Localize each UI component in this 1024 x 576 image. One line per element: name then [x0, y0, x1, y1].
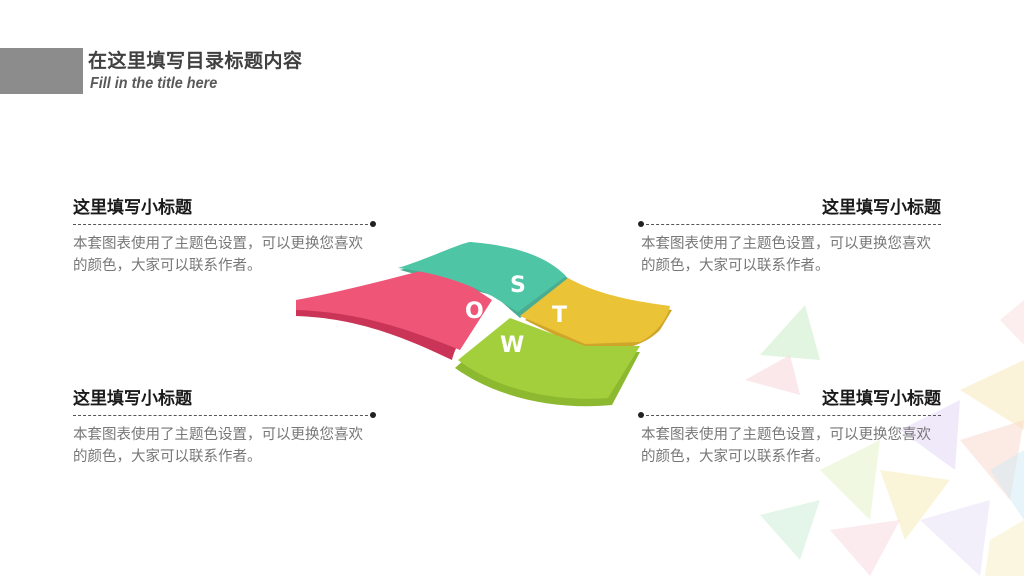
- divider-dot: [370, 221, 376, 227]
- dashed-divider: [638, 221, 941, 227]
- dashed-divider: [73, 412, 376, 418]
- swot-diagram: S O T W: [296, 242, 672, 407]
- point-block-bottom-left: 这里填写小标题 本套图表使用了主题色设置，可以更换您喜欢的颜色，大家可以联系作者…: [73, 387, 376, 468]
- divider-dot: [638, 221, 644, 227]
- point-description: 本套图表使用了主题色设置，可以更换您喜欢的颜色，大家可以联系作者。: [73, 427, 363, 465]
- point-title: 这里填写小标题: [73, 389, 192, 409]
- swot-letter-o: O: [465, 299, 484, 324]
- dashed-divider: [638, 412, 941, 418]
- point-title: 这里填写小标题: [73, 198, 192, 218]
- point-block-bottom-right: 这里填写小标题 本套图表使用了主题色设置，可以更换您喜欢的颜色，大家可以联系作者…: [638, 387, 941, 468]
- point-description: 本套图表使用了主题色设置，可以更换您喜欢的颜色，大家可以联系作者。: [73, 236, 363, 274]
- swot-t-segment: [520, 278, 670, 344]
- divider-dot: [638, 412, 644, 418]
- point-block-top-right: 这里填写小标题 本套图表使用了主题色设置，可以更换您喜欢的颜色，大家可以联系作者…: [638, 196, 941, 277]
- swot-s-segment: [398, 242, 566, 312]
- swot-letter-w: W: [500, 333, 524, 358]
- point-description: 本套图表使用了主题色设置，可以更换您喜欢的颜色，大家可以联系作者。: [641, 427, 931, 465]
- swot-letter-t: T: [552, 303, 567, 328]
- point-block-top-left: 这里填写小标题 本套图表使用了主题色设置，可以更换您喜欢的颜色，大家可以联系作者…: [73, 196, 376, 277]
- point-title: 这里填写小标题: [822, 389, 941, 409]
- point-description: 本套图表使用了主题色设置，可以更换您喜欢的颜色，大家可以联系作者。: [641, 236, 931, 274]
- divider-dot: [370, 412, 376, 418]
- swot-letter-s: S: [510, 273, 526, 298]
- dashed-divider: [73, 221, 376, 227]
- page-title: 在这里填写目录标题内容: [88, 50, 303, 72]
- swot-w-segment: [458, 318, 640, 399]
- page-subtitle: Fill in the title here: [90, 75, 218, 92]
- header-accent-bar: [0, 48, 83, 94]
- swot-o-segment: [296, 266, 492, 350]
- point-title: 这里填写小标题: [822, 198, 941, 218]
